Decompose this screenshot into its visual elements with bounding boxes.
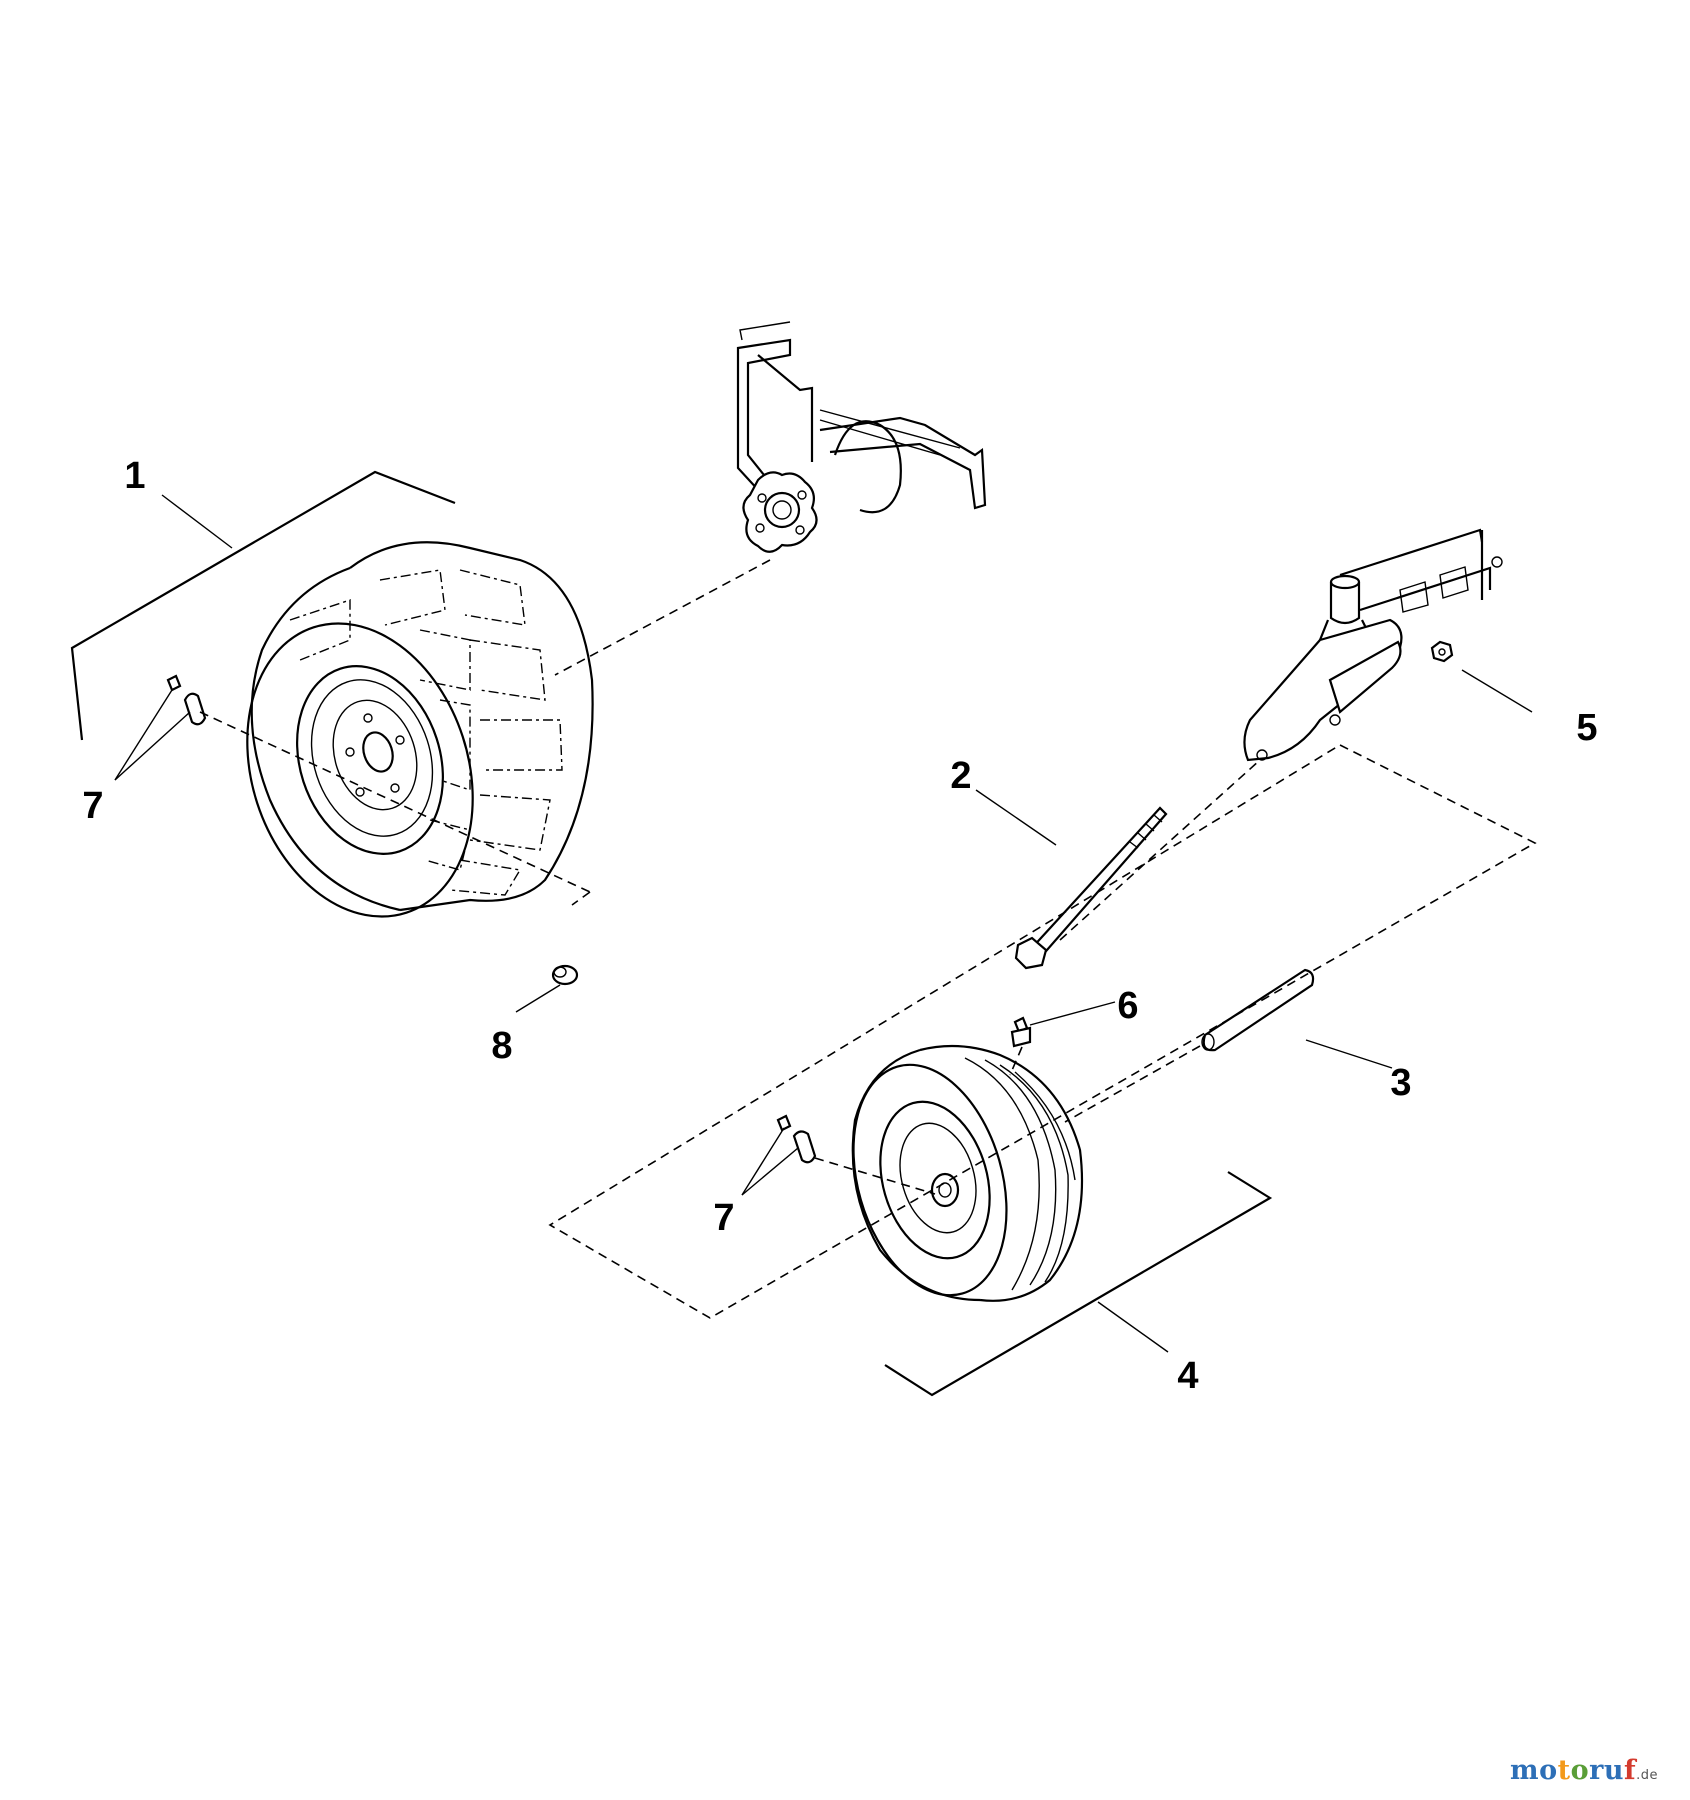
part-8-cap xyxy=(551,964,579,986)
part-2-bolt xyxy=(1014,806,1168,970)
watermark-part: mo xyxy=(1510,1755,1558,1786)
part-7-valve-stem-lower xyxy=(776,1114,817,1164)
bracket-part-4 xyxy=(884,1171,1273,1397)
callout-2: 2 xyxy=(950,755,971,797)
axle-bracket xyxy=(736,321,987,553)
part-7-valve-stem-upper xyxy=(166,674,207,726)
watermark-part: o xyxy=(1570,1755,1590,1786)
callout-8: 8 xyxy=(491,1025,512,1067)
dashed-assembly-lines xyxy=(199,559,1537,1319)
callout-1: 1 xyxy=(124,455,145,497)
watermark-tld: .de xyxy=(1636,1768,1658,1783)
callout-3: 3 xyxy=(1390,1062,1411,1104)
watermark-part: t xyxy=(1557,1755,1571,1786)
part-3-spacer xyxy=(1201,968,1315,1052)
part-5-nut xyxy=(1430,640,1454,663)
leader-lines xyxy=(114,494,1533,1353)
watermark-logo: motoruf.de xyxy=(1510,1755,1658,1786)
caster-fork xyxy=(1243,528,1503,762)
bracket-part-1 xyxy=(70,470,456,741)
callout-4: 4 xyxy=(1177,1355,1198,1397)
part-4-caster-wheel xyxy=(851,1044,1084,1302)
callout-labels: 1 2 3 4 5 6 7 7 8 xyxy=(82,455,1597,1397)
watermark-part: ru xyxy=(1589,1755,1624,1786)
callout-6: 6 xyxy=(1117,985,1138,1027)
callout-7-lower: 7 xyxy=(713,1197,734,1239)
callout-5: 5 xyxy=(1576,707,1597,749)
callout-7-upper: 7 xyxy=(82,785,103,827)
watermark-part: f xyxy=(1623,1755,1637,1786)
part-6-grease-fitting xyxy=(1010,1016,1032,1048)
